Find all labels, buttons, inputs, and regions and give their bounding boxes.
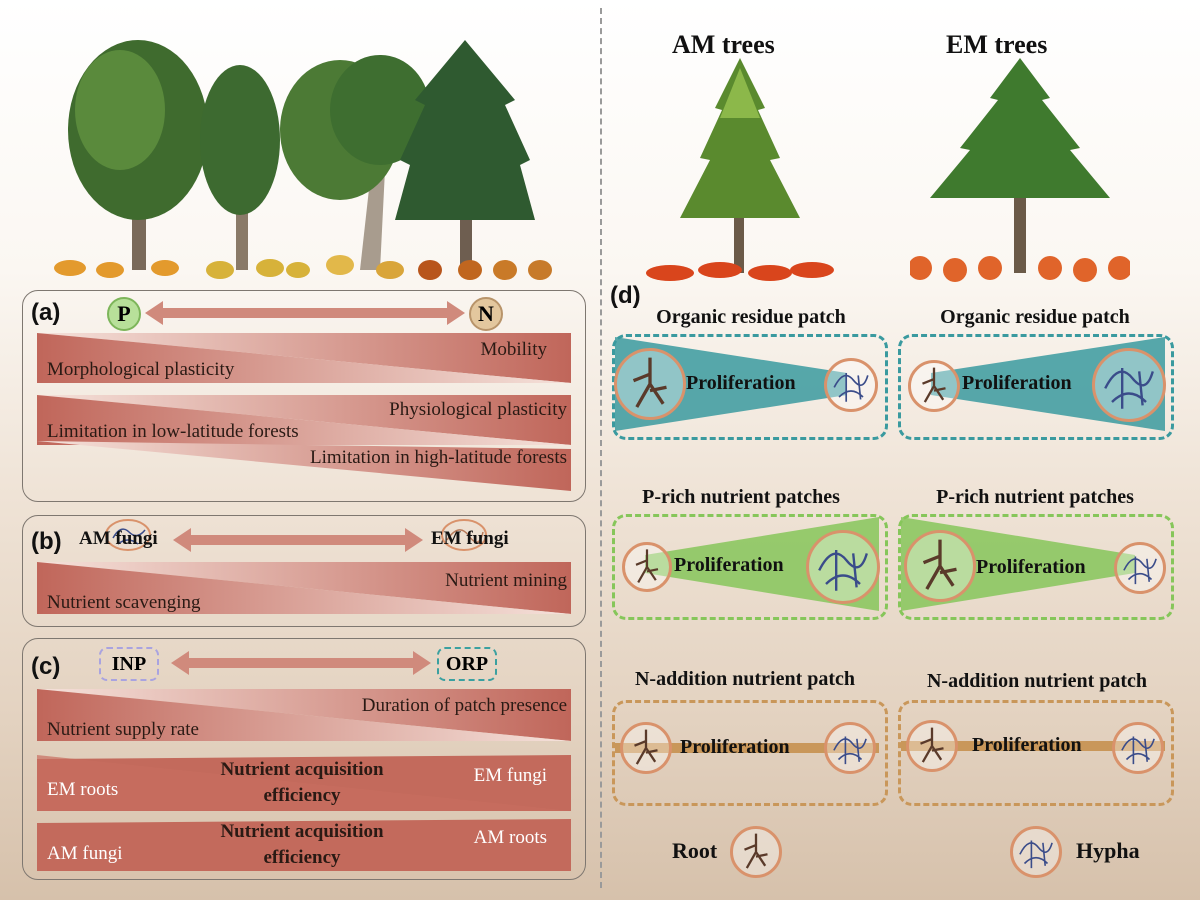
root-icon [908,360,960,412]
proliferation-label: Proliferation [972,734,1082,756]
panel-d-label: (d) [610,282,641,309]
nutrient-mining-label: Nutrient mining [445,570,567,591]
hypha-icon [1112,722,1164,774]
legend-hypha-label: Hypha [1076,838,1140,863]
panel-b: (b) AM fungi EM fungi Nutrient mining Nu… [22,515,586,627]
limitation-low-latitude-label: Limitation in low-latitude forests [47,421,299,442]
em-fungi-wedge-label: EM fungi [473,765,547,786]
legend-root-icon [730,826,782,878]
morphological-plasticity-label: Morphological plasticity [47,359,235,380]
panel-a: (a) P N Mobility Morphological plasticit… [22,290,586,502]
phosphorus-symbol: P [107,297,141,331]
double-arrow-icon [145,301,465,325]
hypha-icon [1114,542,1166,594]
nutrient-scavenging-label: Nutrient scavenging [47,592,201,613]
panel-b-label: (b) [31,528,62,555]
wedge-supply: Duration of patch presence Nutrient supp… [37,689,571,741]
duration-label: Duration of patch presence [361,695,567,716]
em-fungi-icon [441,519,487,551]
am-efficiency-label: Nutrient acquisition efficiency [220,821,384,868]
forest-trees-icon [54,40,552,280]
proliferation-label: Proliferation [962,372,1072,394]
am-organic-title: Organic residue patch [656,306,846,328]
root-icon [904,530,976,602]
panel-c: (c) INP ORP Duration of patch presence N… [22,638,586,880]
em-fungi-label: EM fungi [431,528,509,549]
root-icon [614,348,686,420]
em-tree-icon [910,58,1130,282]
panel-divider [600,8,602,888]
hypha-icon [806,530,880,604]
wedge-mobility: Mobility Morphological plasticity [37,333,571,383]
am-naddition-title: N-addition nutrient patch [634,668,856,690]
am-fungi-wedge-label: AM fungi [47,843,123,864]
hypha-icon [824,358,878,412]
root-icon [620,722,672,774]
am-tree-icon [646,58,834,281]
wedge-left-fill [37,333,571,383]
orp-box: ORP [437,647,497,681]
mobility-label: Mobility [480,339,547,360]
proliferation-label: Proliferation [686,372,796,394]
legend-root-label: Root [672,838,718,863]
legend-hypha-icon [1010,826,1062,878]
em-naddition-patch [898,700,1174,806]
am-fungi-icon [105,519,151,551]
hypha-icon [1092,348,1166,422]
proliferation-label: Proliferation [976,556,1086,578]
wedge-plasticity: Physiological plasticity Limitation in l… [37,395,571,445]
wedge-mining: Nutrient mining Nutrient scavenging [37,562,571,614]
double-arrow-icon [173,528,423,552]
am-naddition-patch [612,700,888,806]
physiological-plasticity-label: Physiological plasticity [389,399,567,420]
em-naddition-title: N-addition nutrient patch [926,670,1148,692]
wedge-em-efficiency: EM roots Nutrient acquisition efficiency… [37,755,571,811]
em-organic-title: Organic residue patch [940,306,1130,328]
nitrogen-symbol: N [469,297,503,331]
am-prich-title: P-rich nutrient patches [642,486,840,508]
wedge-am-efficiency: AM fungi Nutrient acquisition efficiency… [37,819,571,875]
panel-c-label: (c) [31,653,61,680]
proliferation-label: Proliferation [680,736,790,758]
em-prich-title: P-rich nutrient patches [936,486,1134,508]
proliferation-label: Proliferation [674,554,784,576]
em-roots-label: EM roots [47,779,119,800]
hypha-icon [824,722,876,774]
root-icon [622,542,672,592]
am-roots-label: AM roots [473,827,547,848]
em-trees-title: EM trees [946,30,1048,59]
em-efficiency-label: Nutrient acquisition efficiency [220,759,384,806]
root-icon [906,720,958,772]
limitation-high-latitude-label: Limitation in high-latitude forests [310,447,567,468]
double-arrow-icon [171,651,431,675]
supply-rate-label: Nutrient supply rate [47,719,199,740]
inp-box: INP [99,647,159,681]
panel-a-label: (a) [31,299,61,326]
forest-illustration [40,20,580,280]
am-fungi-label: AM fungi [79,528,158,549]
am-trees-title: AM trees [672,30,775,59]
wedge-high-latitude: Limitation in high-latitude forests [37,441,571,491]
